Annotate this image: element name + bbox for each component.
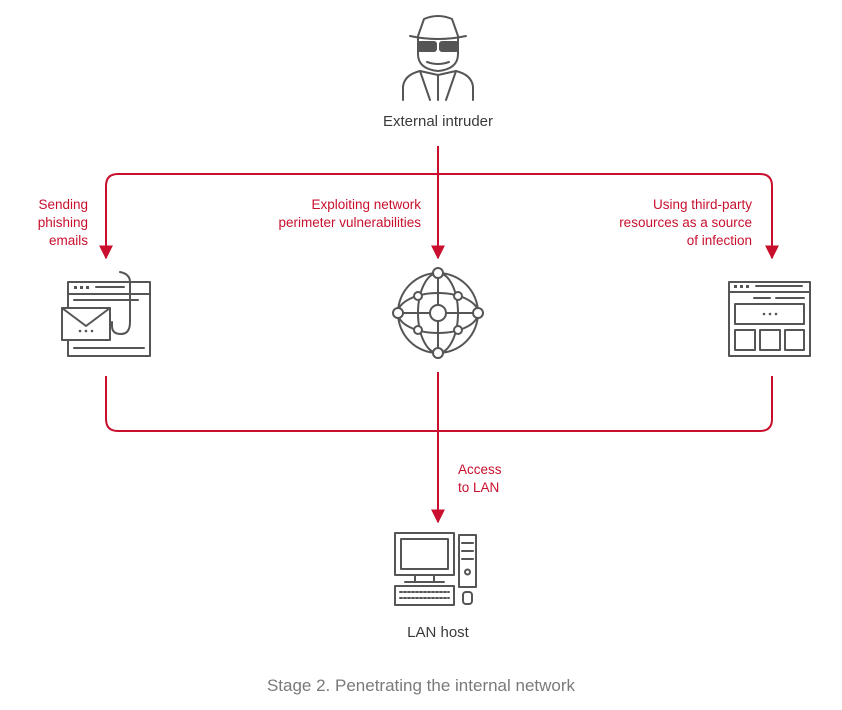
edge-label-lan-access: Access to LAN [458, 461, 502, 497]
connectors [99, 146, 779, 524]
web-page-icon [728, 281, 811, 357]
edge-label-phishing: Sending phishing emails [38, 196, 88, 250]
edge-label-third-party: Using third-party resources as a source … [619, 196, 752, 250]
edge-label-third-party-line-2: resources as a source [619, 215, 752, 230]
edge-label-third-party-line-1: Using third-party [652, 197, 752, 212]
edge-label-phishing-line-3: emails [48, 233, 88, 248]
node-label-lan-host: LAN host [407, 624, 469, 641]
edge-label-phishing-line-1: Sending [38, 197, 88, 212]
edge-label-third-party-line-3: of infection [686, 233, 752, 248]
merge-line-right [438, 376, 773, 432]
network-globe-icon [392, 267, 484, 359]
split-line-right [438, 173, 779, 260]
edge-label-phishing-line-2: phishing [37, 215, 88, 230]
edge-label-perimeter-line-1: Exploiting network [311, 197, 421, 212]
edge-label-perimeter-line-2: perimeter vulnerabilities [278, 215, 421, 230]
merge-line-left [105, 376, 438, 432]
desktop-computer-icon [394, 532, 477, 606]
intruder-icon [402, 15, 474, 101]
edge-label-perimeter: Exploiting network perimeter vulnerabili… [278, 196, 421, 232]
split-line-left [99, 173, 438, 260]
edge-label-lan-access-line-2: to LAN [458, 480, 500, 495]
phishing-email-icon [61, 271, 151, 357]
node-label-intruder: External intruder [382, 113, 494, 130]
diagram-caption: Stage 2. Penetrating the internal networ… [266, 676, 576, 695]
edge-label-lan-access-line-1: Access [458, 462, 502, 477]
